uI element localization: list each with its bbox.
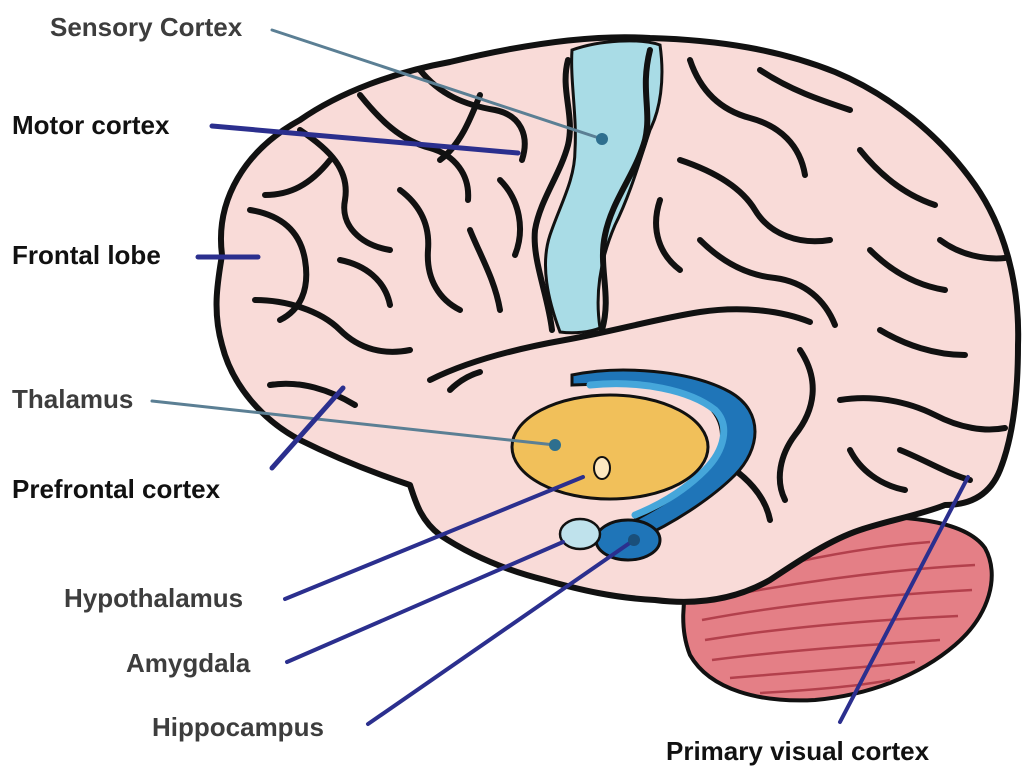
dot-hippocampus [628, 534, 640, 546]
label-thalamus: Thalamus [12, 384, 133, 414]
dot-sensory-cortex [596, 133, 608, 145]
hypothalamus-region [594, 457, 610, 479]
label-sensory-cortex: Sensory Cortex [50, 12, 242, 42]
label-hippocampus: Hippocampus [152, 712, 324, 742]
label-frontal-lobe: Frontal lobe [12, 240, 161, 270]
label-amygdala: Amygdala [126, 648, 250, 678]
amygdala-region [560, 519, 600, 549]
label-prefrontal-cortex: Prefrontal cortex [12, 474, 220, 504]
label-primary-visual-cortex: Primary visual cortex [666, 736, 929, 766]
leader-amygdala [287, 542, 563, 662]
thalamus-region [512, 395, 708, 499]
label-motor-cortex: Motor cortex [12, 110, 169, 140]
dot-thalamus [549, 439, 561, 451]
label-hypothalamus: Hypothalamus [64, 583, 243, 613]
